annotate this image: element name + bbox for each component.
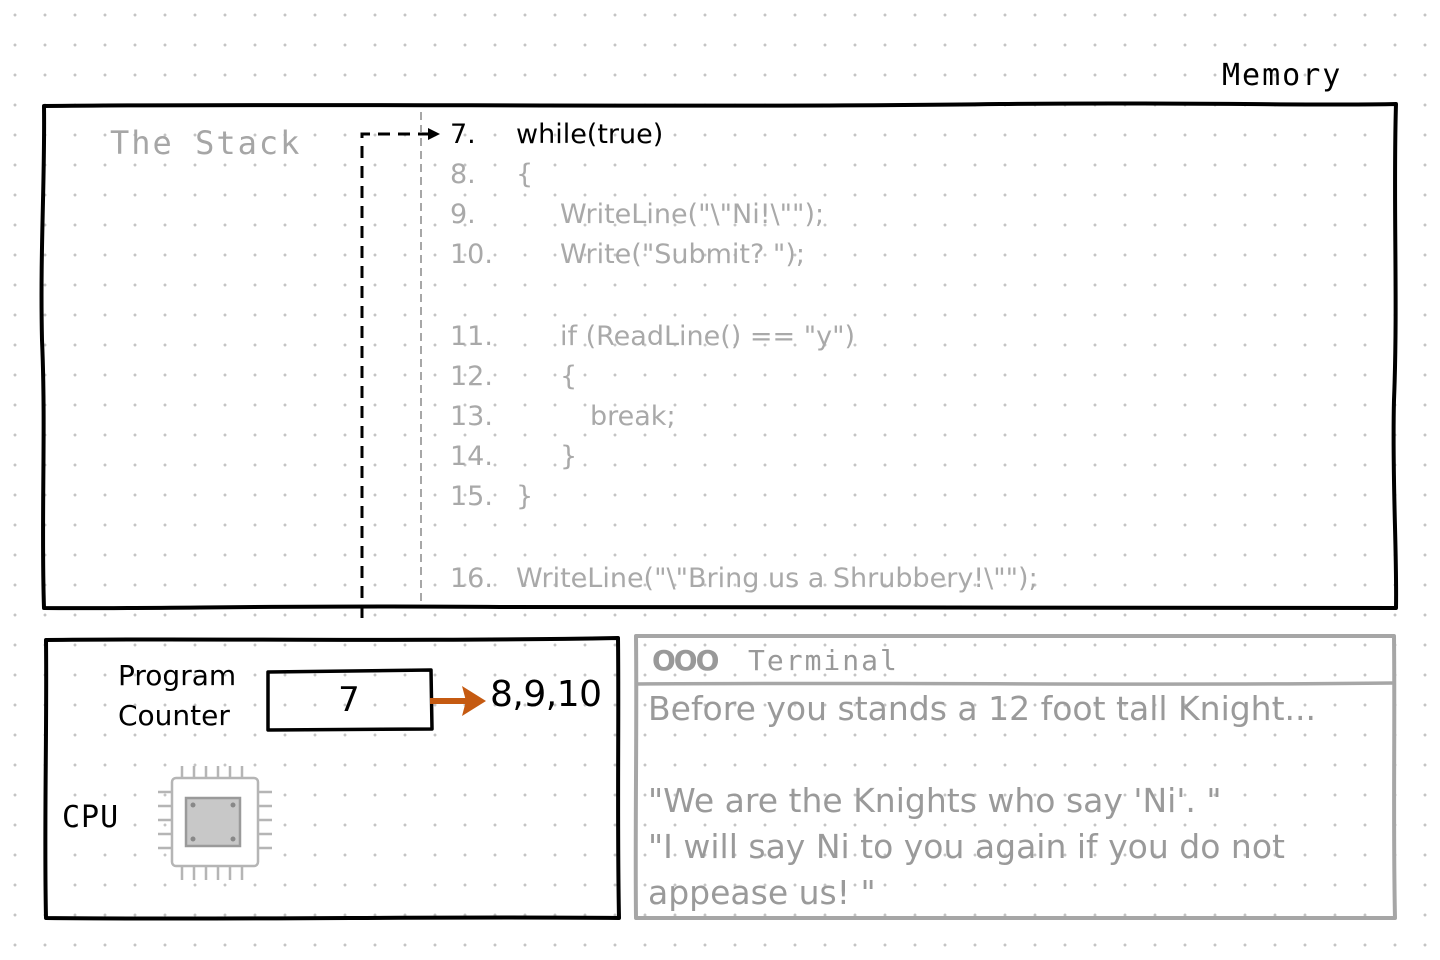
- cpu-label: CPU: [62, 800, 120, 835]
- code-line-number: 14.: [450, 441, 493, 472]
- code-line-text: if (ReadLine() == "y"): [560, 321, 856, 352]
- terminal-output: Before you stands a 12 foot tall Knight.…: [648, 686, 1378, 916]
- code-line-text: }: [516, 481, 534, 512]
- terminal-window-buttons: OOO: [652, 644, 719, 677]
- memory-box: [39, 101, 1399, 611]
- next-lines-value: 8,9,10: [490, 674, 602, 715]
- terminal-line: "I will say Ni to you again if you do no…: [648, 827, 1285, 866]
- code-line-text: }: [560, 441, 578, 472]
- code-line-number: 10.: [450, 239, 493, 270]
- code-line-number: 13.: [450, 401, 493, 432]
- code-line-text: while(true): [516, 119, 664, 150]
- code-line-text: {: [560, 361, 578, 392]
- cpu-chip-icon: [158, 766, 272, 880]
- code-line-number: 9.: [450, 199, 476, 230]
- program-counter-box: [266, 668, 434, 732]
- code-line-text: break;: [590, 401, 676, 432]
- code-line-number: 15.: [450, 481, 493, 512]
- code-line-text: {: [516, 159, 534, 190]
- code-line-text: Write("Submit? ");: [560, 239, 805, 270]
- code-line-number: 12.: [450, 361, 493, 392]
- memory-label: Memory: [1222, 58, 1343, 93]
- terminal-line: "We are the Knights who say 'Ni'. ": [648, 781, 1222, 820]
- code-line-text: WriteLine("\"Bring us a Shrubbery!\"");: [516, 563, 1038, 594]
- next-arrow-head: [462, 686, 486, 716]
- terminal-line: [648, 732, 1378, 778]
- program-counter-value: 7: [338, 680, 360, 720]
- terminal-titlebar-divider: [635, 681, 1395, 686]
- code-line-number: 11.: [450, 321, 493, 352]
- terminal-window: [633, 633, 1397, 921]
- code-line-number: 16.: [450, 563, 493, 594]
- stack-label: The Stack: [110, 124, 302, 162]
- stack-pointer-arrowhead: [428, 128, 440, 140]
- program-counter-label: Program Counter: [118, 659, 237, 732]
- cpu-box: [43, 636, 621, 921]
- code-line-number: 7.: [450, 119, 476, 150]
- terminal-title: Terminal: [748, 644, 899, 677]
- terminal-line: Before you stands a 12 foot tall Knight.…: [648, 689, 1317, 728]
- stack-pointer-dashed-line: [360, 132, 430, 618]
- terminal-line: appease us! ": [648, 873, 876, 912]
- code-line-number: 8.: [450, 159, 476, 190]
- code-line-text: WriteLine("\"Ni!\"");: [560, 199, 825, 230]
